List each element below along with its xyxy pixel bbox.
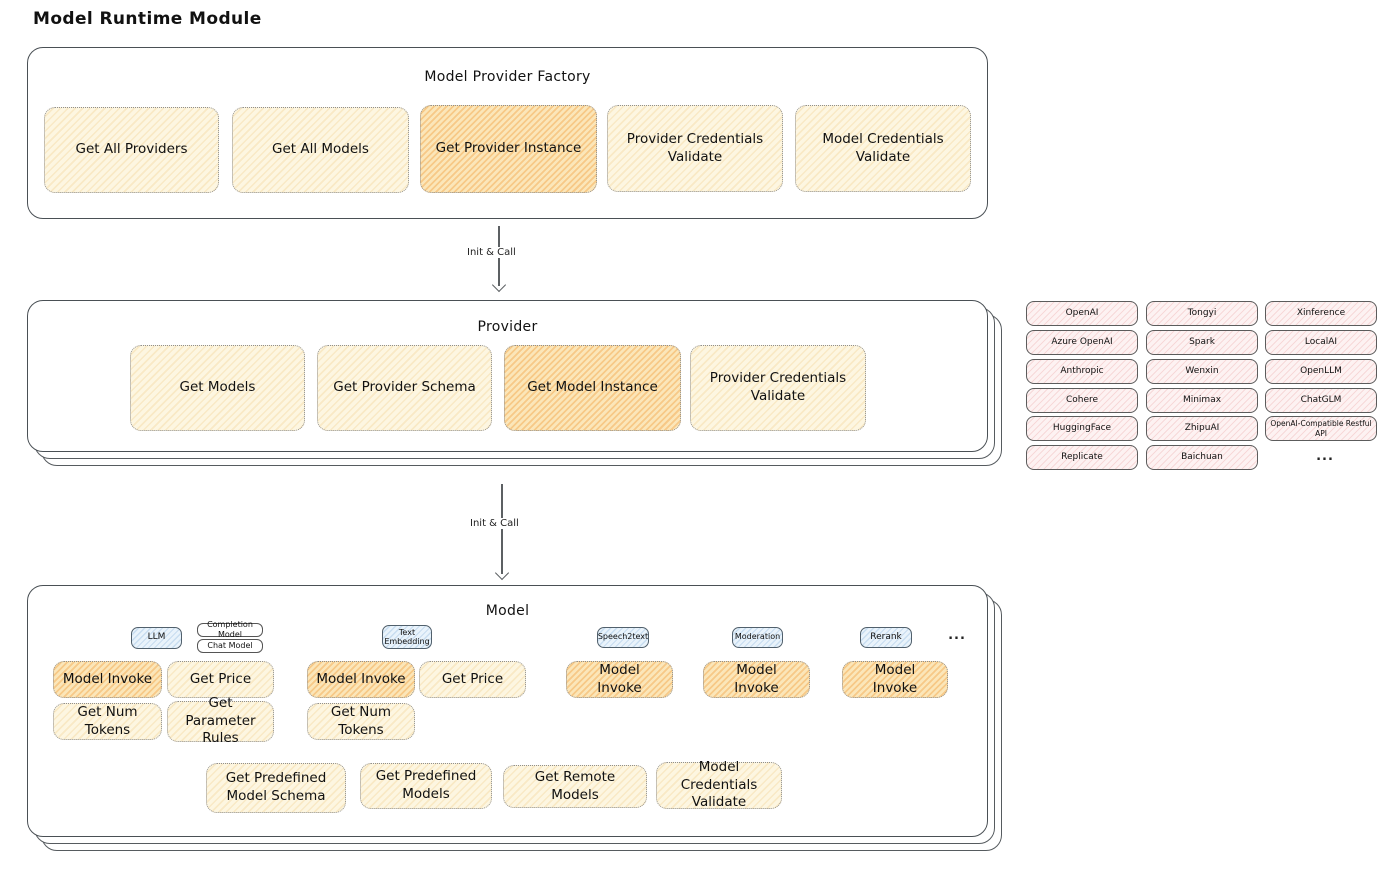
- model-llm-get-price: Get Price: [167, 661, 274, 698]
- model-tab-moderation: Moderation: [732, 627, 783, 648]
- model-tabs-more-ellipsis: ...: [948, 628, 966, 643]
- provider-node-provider-credentials-validate: Provider Credentials Validate: [690, 345, 866, 431]
- provider-frame-title: Provider: [477, 319, 538, 335]
- provider-pill-anthropic: Anthropic: [1026, 359, 1138, 384]
- model-shared-get-predefined-models: Get Predefined Models: [360, 763, 492, 809]
- provider-node-get-models: Get Models: [130, 345, 305, 431]
- model-tab-chat-model: Chat Model: [197, 639, 263, 653]
- provider-pill-minimax: Minimax: [1146, 388, 1258, 413]
- provider-pill-wenxin: Wenxin: [1146, 359, 1258, 384]
- provider-pill-chatglm: ChatGLM: [1265, 388, 1377, 413]
- provider-pill-huggingface: HuggingFace: [1026, 416, 1138, 441]
- provider-pill-replicate: Replicate: [1026, 445, 1138, 470]
- model-text-embedding-get-num-tokens: Get Num Tokens: [307, 703, 415, 740]
- provider-node-get-provider-schema: Get Provider Schema: [317, 345, 492, 431]
- provider-pill-openai-compatible-restful-api: OpenAI-Compatible Restful API: [1265, 416, 1377, 441]
- model-llm-invoke: Model Invoke: [53, 661, 162, 698]
- provider-node-get-model-instance: Get Model Instance: [504, 345, 681, 431]
- model-speech2text-invoke: Model Invoke: [566, 661, 673, 698]
- model-text-embedding-invoke: Model Invoke: [307, 661, 415, 698]
- model-tab-speech2text: Speech2text: [597, 627, 649, 648]
- factory-node-get-provider-instance: Get Provider Instance: [420, 105, 597, 193]
- factory-node-model-credentials-validate: Model Credentials Validate: [795, 105, 971, 192]
- provider-pill-cohere: Cohere: [1026, 388, 1138, 413]
- factory-node-get-all-models: Get All Models: [232, 107, 409, 193]
- model-llm-get-num-tokens: Get Num Tokens: [53, 703, 162, 740]
- model-frame-title: Model: [485, 603, 530, 619]
- model-text-embedding-get-price: Get Price: [419, 661, 526, 698]
- provider-pill-zhipuai: ZhipuAI: [1146, 416, 1258, 441]
- provider-pill-spark: Spark: [1146, 330, 1258, 355]
- model-tab-completion-model: Completion Model: [197, 620, 263, 639]
- factory-frame-title: Model Provider Factory: [424, 69, 591, 85]
- factory-node-get-all-providers: Get All Providers: [44, 107, 219, 193]
- provider-pill-azure-openai: Azure OpenAI: [1026, 330, 1138, 355]
- model-tab-text-embedding: Text Embedding: [382, 625, 432, 649]
- diagram-title: Model Runtime Module: [33, 9, 262, 29]
- model-shared-model-credentials-validate: Model Credentials Validate: [656, 759, 782, 810]
- provider-pill-openai: OpenAI: [1026, 301, 1138, 326]
- model-shared-get-predefined-model-schema: Get Predefined Model Schema: [206, 763, 346, 813]
- arrow-label-init-call-2: Init & Call: [466, 518, 523, 529]
- model-llm-get-parameter-rules: Get Parameter Rules: [167, 695, 274, 746]
- model-tab-llm: LLM: [131, 627, 182, 649]
- provider-pill-xinference: Xinference: [1265, 301, 1377, 326]
- arrow-head-icon: [494, 565, 510, 581]
- provider-pill-openllm: OpenLLM: [1265, 359, 1377, 384]
- model-shared-get-remote-models: Get Remote Models: [503, 765, 647, 808]
- provider-pill-tongyi: Tongyi: [1146, 301, 1258, 326]
- arrow-label-init-call-1: Init & Call: [463, 247, 520, 258]
- model-moderation-invoke: Model Invoke: [703, 661, 810, 698]
- model-tab-rerank: Rerank: [860, 627, 912, 648]
- arrow-head-icon: [491, 277, 507, 293]
- provider-pill-localai: LocalAI: [1265, 330, 1377, 355]
- factory-node-provider-credentials-validate: Provider Credentials Validate: [607, 105, 783, 192]
- provider-pill-baichuan: Baichuan: [1146, 445, 1258, 470]
- model-rerank-invoke: Model Invoke: [842, 661, 948, 698]
- arrow-line-2: [501, 484, 503, 574]
- providers-more-ellipsis: ...: [1316, 449, 1334, 464]
